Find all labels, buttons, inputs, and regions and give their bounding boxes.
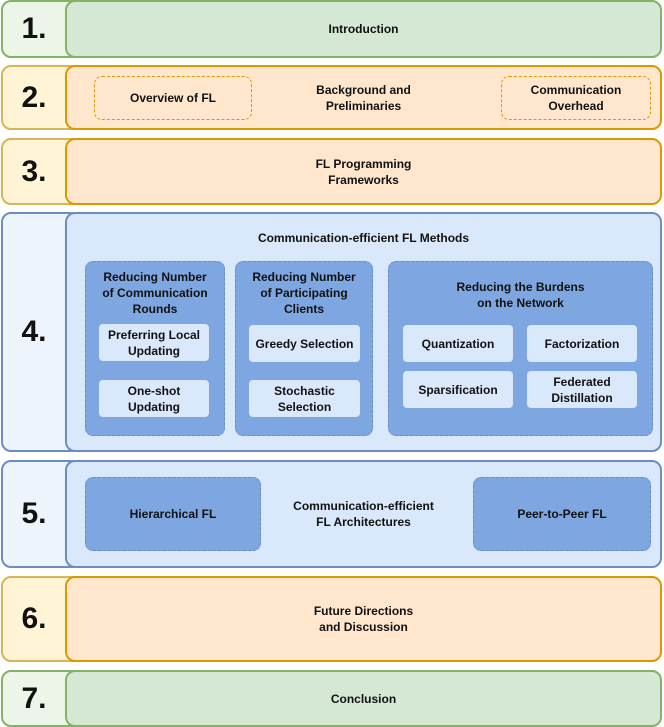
- group-network-burdens: Reducing the Burdens on the Network Quan…: [388, 261, 653, 436]
- quantization-box: Quantization: [403, 325, 513, 362]
- group-participating-clients-title: Reducing Number of Participating Clients: [252, 270, 356, 316]
- section-2-box: Background and Preliminaries Overview of…: [65, 65, 662, 130]
- greedy-selection-box: Greedy Selection: [249, 325, 360, 362]
- section-3-box: FL Programming Frameworks: [65, 138, 662, 205]
- preferring-local-updating-box: Preferring Local Updating: [99, 324, 209, 361]
- hierarchical-fl-box: Hierarchical FL: [85, 477, 261, 551]
- section-1: 1. Introduction: [0, 0, 664, 58]
- section-6-number: 6.: [21, 602, 47, 635]
- section-2: 2. Background and Preliminaries Overview…: [0, 65, 664, 130]
- group-communication-rounds-title: Reducing Number of Communication Rounds: [102, 270, 208, 316]
- group-network-burdens-title: Reducing the Burdens on the Network: [456, 280, 585, 310]
- communication-overhead-box: Communication Overhead: [501, 76, 651, 120]
- peer-to-peer-fl-box: Peer-to-Peer FL: [473, 477, 651, 551]
- section-7-title: Conclusion: [330, 691, 397, 706]
- group-communication-rounds: Reducing Number of Communication Rounds …: [85, 261, 225, 436]
- one-shot-updating-box: One-shot Updating: [99, 380, 209, 417]
- section-6-box: Future Directions and Discussion: [65, 576, 662, 662]
- section-4-title: Communication-efficient FL Methods: [257, 231, 470, 245]
- section-7-number: 7.: [21, 681, 47, 715]
- factorization-box: Factorization: [527, 325, 637, 362]
- group-participating-clients: Reducing Number of Participating Clients…: [235, 261, 373, 436]
- section-3: 3. FL Programming Frameworks: [0, 138, 664, 205]
- section-1-number: 1.: [21, 12, 47, 45]
- section-4-box: Communication-efficient FL Methods Reduc…: [65, 212, 662, 452]
- section-3-title: FL Programming Frameworks: [315, 156, 412, 187]
- section-2-number: 2.: [21, 80, 47, 114]
- section-4-number: 4.: [21, 315, 47, 348]
- section-7-box: Conclusion: [65, 670, 662, 727]
- section-4: 4. Communication-efficient FL Methods Re…: [0, 212, 664, 452]
- section-1-box: Introduction: [65, 0, 662, 58]
- stochastic-selection-box: Stochastic Selection: [249, 380, 360, 417]
- section-7: 7. Conclusion: [0, 670, 664, 727]
- section-2-title: Background and Preliminaries: [316, 82, 411, 113]
- section-5: 5. Communication-efficient FL Architectu…: [0, 460, 664, 568]
- sparsification-box: Sparsification: [403, 371, 513, 408]
- section-1-title: Introduction: [328, 22, 399, 36]
- federated-distillation-box: Federated Distillation: [527, 371, 637, 408]
- section-6: 6. Future Directions and Discussion: [0, 576, 664, 662]
- section-5-title: Communication-efficient FL Architectures: [293, 499, 434, 529]
- section-3-number: 3.: [21, 154, 47, 188]
- section-5-number: 5.: [21, 497, 47, 530]
- section-5-box: Communication-efficient FL Architectures…: [65, 460, 662, 568]
- overview-of-fl-box: Overview of FL: [94, 76, 252, 120]
- section-6-title: Future Directions and Discussion: [313, 604, 414, 634]
